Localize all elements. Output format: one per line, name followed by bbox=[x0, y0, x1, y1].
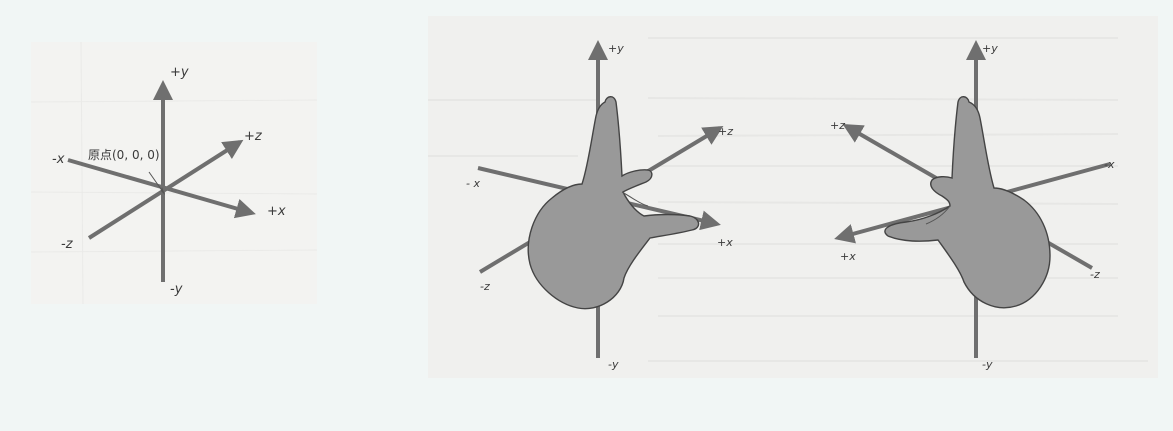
label-pos-z: +z bbox=[244, 129, 263, 144]
label-neg-x: -x bbox=[52, 152, 65, 167]
rh-label-neg-x: -x bbox=[1104, 158, 1115, 171]
label-pos-x: +x bbox=[267, 204, 286, 219]
lh-label-pos-z: +z bbox=[718, 125, 733, 138]
label-origin: 原点(0, 0, 0) bbox=[88, 148, 160, 162]
left-hand-diagram: +y -y +z -z +x - x bbox=[466, 40, 733, 371]
coordinate-axes-figure: +y -y +x -x +z -z 原点(0, 0, 0) bbox=[31, 42, 317, 304]
lh-label-neg-y: -y bbox=[608, 358, 619, 371]
x-axis bbox=[67, 158, 256, 219]
z-axis bbox=[87, 139, 244, 240]
lh-label-neg-z: -z bbox=[480, 280, 490, 293]
label-neg-y: -y bbox=[170, 282, 183, 297]
hand-rules-panel: +y -y +z -z +x - x +y -y +z -z +x -x bbox=[428, 16, 1158, 378]
label-neg-z: -z bbox=[61, 237, 74, 252]
rh-label-neg-y: -y bbox=[982, 358, 993, 371]
right-hand-shape bbox=[884, 96, 1051, 309]
label-pos-y: +y bbox=[170, 65, 189, 80]
lh-label-pos-y: +y bbox=[608, 42, 624, 55]
rh-label-pos-z: +z bbox=[830, 119, 845, 132]
rh-label-neg-z: -z bbox=[1090, 268, 1100, 281]
coordinate-axes-panel: +y -y +x -x +z -z 原点(0, 0, 0) bbox=[31, 42, 317, 304]
rh-label-pos-y: +y bbox=[982, 42, 998, 55]
lh-label-neg-x: - x bbox=[466, 177, 480, 190]
lh-label-pos-x: +x bbox=[717, 236, 733, 249]
left-hand-shape bbox=[527, 96, 700, 310]
right-hand-diagram: +y -y +z -z +x -x bbox=[830, 40, 1115, 371]
rh-label-pos-x: +x bbox=[840, 250, 856, 263]
hand-rules-figure: +y -y +z -z +x - x +y -y +z -z +x -x bbox=[428, 37, 1148, 371]
origin-pointer bbox=[148, 171, 164, 193]
